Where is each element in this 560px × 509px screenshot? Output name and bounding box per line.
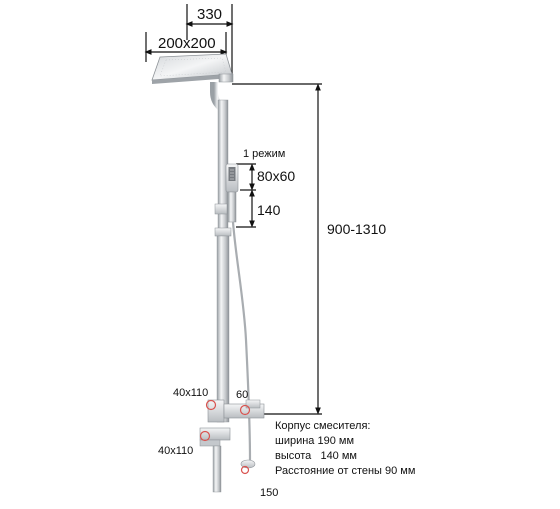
dim-height-label: 900-1310 [327,221,387,237]
dim-bottom-label: 150 [260,487,279,499]
spec-wall-distance: Расстояние от стены 90 мм [275,465,416,477]
shower-arm-icon [210,73,234,423]
spec-title: Корпус смесителя: [275,420,371,432]
dim-handshower-label: 80x60 [257,168,296,184]
hand-shower-icon [214,163,239,223]
dim-handshower-lines [236,163,256,228]
mode-label: 1 режим [243,148,286,160]
dim-arm-lines [185,4,234,82]
shower-hose-icon [231,221,252,461]
dim-arm-label: 330 [197,6,223,23]
mixer-body-icon [199,399,265,493]
dim-valve-label: 60 [236,389,249,401]
spec-width: ширина 190 мм [275,435,355,447]
marker-icons [199,399,251,475]
dim-spout-lower-label: 40x110 [158,445,194,457]
dim-head-label: 200x200 [158,35,216,52]
dim-holder-gap-label: 140 [257,202,281,218]
dim-height-lines [232,83,322,415]
spec-height: высота 140 мм [275,450,357,462]
dim-spout-upper-label: 40x110 [173,387,209,399]
mixer-spec-block: Корпус смесителя: ширина 190 мм высота 1… [275,419,415,479]
